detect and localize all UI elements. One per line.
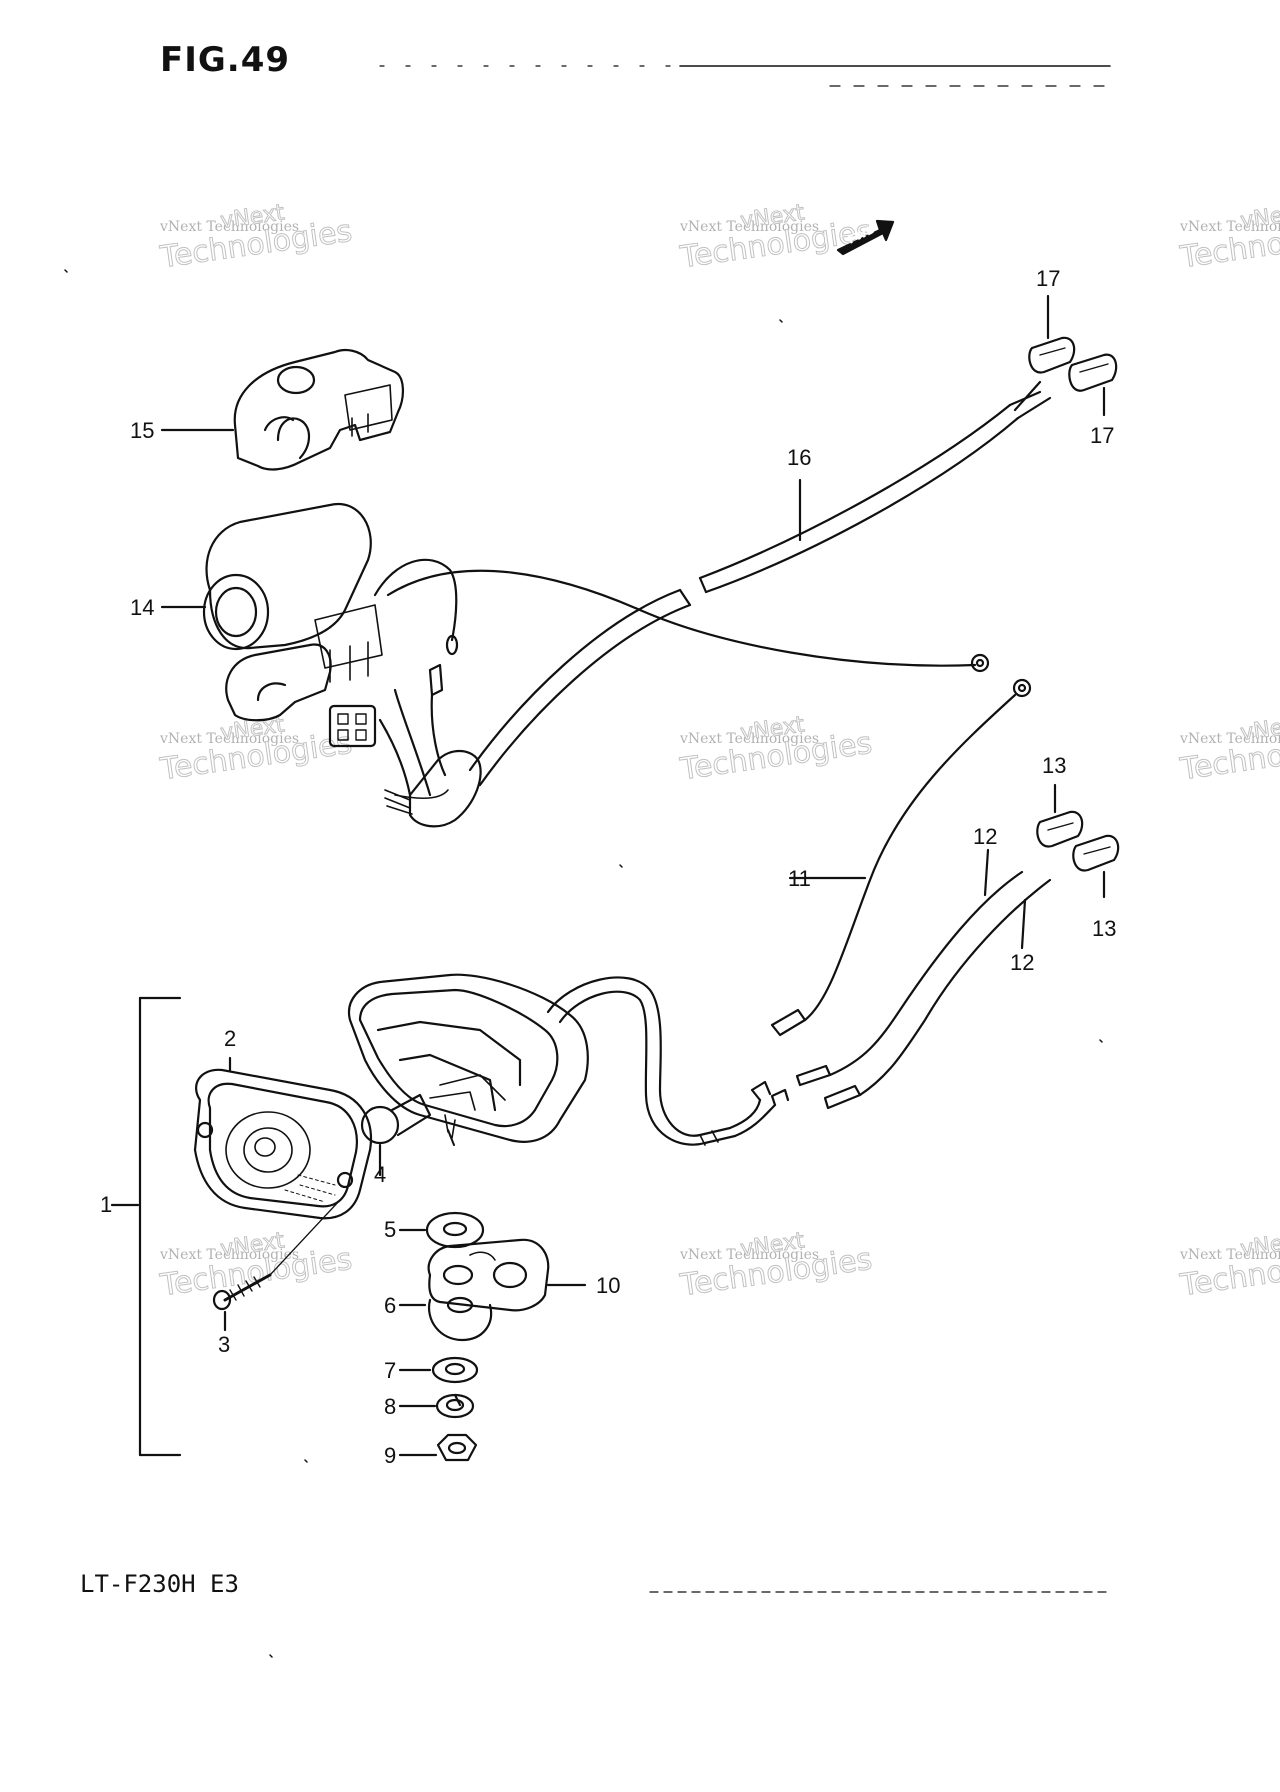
callout-17: 17 <box>1036 266 1061 291</box>
part-4-bulb <box>360 1093 432 1177</box>
callout-1: 1 <box>100 1192 113 1217</box>
callout-17: 17 <box>1090 423 1115 448</box>
callout-3: 3 <box>218 1332 231 1357</box>
part-2-lens <box>193 1056 373 1220</box>
header-rule <box>379 65 1111 87</box>
figure-title: FIG.49 <box>160 40 291 80</box>
part-17-connector <box>1028 294 1118 417</box>
callout-13: 13 <box>1042 753 1067 778</box>
part-5-washer <box>398 1211 485 1249</box>
callout-10: 10 <box>596 1273 621 1298</box>
callout-7: 7 <box>384 1358 397 1383</box>
callout-12: 12 <box>973 824 998 849</box>
callout-12: 12 <box>1010 950 1035 975</box>
part-8-lock-washer <box>398 1393 475 1419</box>
callout-16: 16 <box>787 445 812 470</box>
part-3-screw <box>212 1199 341 1332</box>
callout-8: 8 <box>384 1394 397 1419</box>
part-13-connector <box>1036 783 1120 899</box>
part-15-switch-bracket <box>160 349 404 471</box>
model-code: LT-F230H E3 <box>80 1570 239 1598</box>
fwd-arrow-icon <box>836 219 895 256</box>
callout-9: 9 <box>384 1443 397 1468</box>
scan-specks <box>64 269 1103 1658</box>
part-1-assembly-bracket <box>110 996 182 1457</box>
part-12-lead-wires <box>795 848 1052 1110</box>
part-10-clamp <box>427 1238 587 1312</box>
callout-5: 5 <box>384 1217 397 1242</box>
callout-4: 4 <box>374 1162 387 1187</box>
part-14-horn-switch <box>160 502 990 828</box>
callout-15: 15 <box>130 418 155 443</box>
part-16-harness <box>468 380 1052 787</box>
part-6-rubber-mount <box>398 1296 493 1342</box>
callout-6: 6 <box>384 1293 397 1318</box>
callout-11: 11 <box>788 866 811 891</box>
callout-14: 14 <box>130 595 155 620</box>
tail-lamp-housing <box>347 973 790 1146</box>
part-11-ground-wire <box>770 678 1032 1037</box>
part-7-washer <box>398 1356 479 1384</box>
callout-2: 2 <box>224 1026 237 1051</box>
part-9-nut <box>398 1433 478 1462</box>
callout-13: 13 <box>1092 916 1117 941</box>
